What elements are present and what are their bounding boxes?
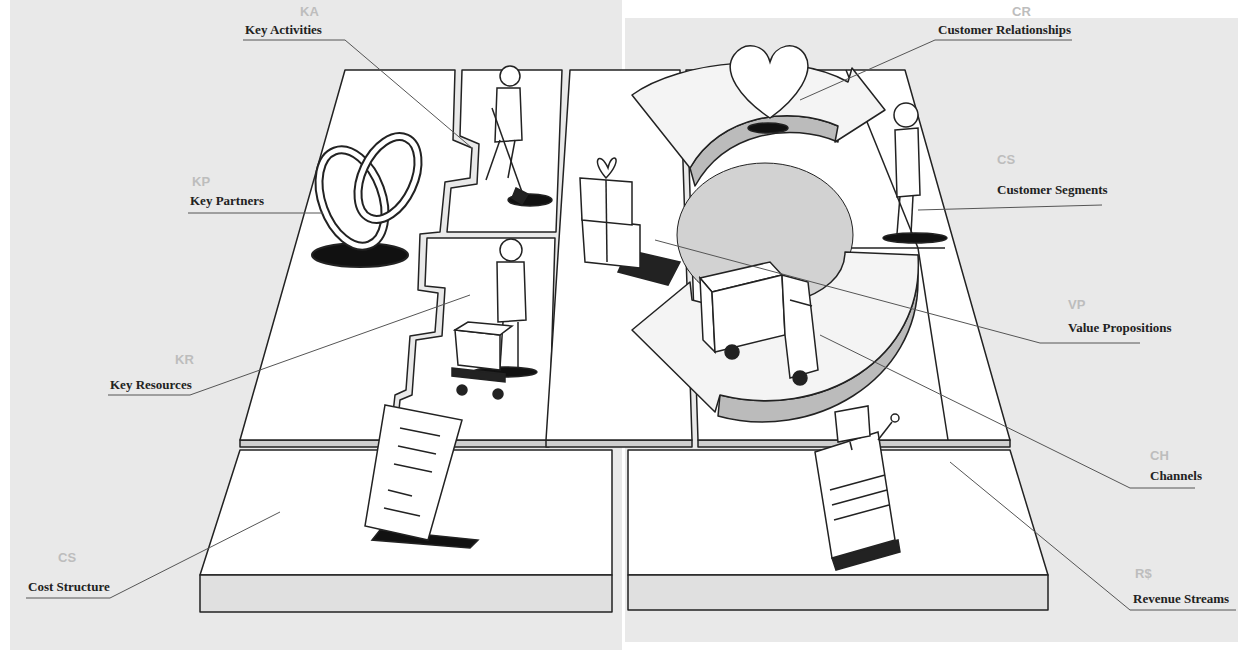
backdrop [625,18,1238,642]
block-abbreviation: KR [175,352,194,368]
block-abbreviation: KP [192,174,210,190]
block-name: Cost Structure [28,579,110,595]
heart-symbol [730,46,808,133]
gift-boxes [580,158,680,285]
board [200,70,1048,612]
resource-figure [452,239,537,399]
rings-symbol [307,127,430,267]
block-name: Revenue Streams [1133,591,1229,607]
block-abbreviation: KA [300,4,319,20]
block-name: Key Resources [110,377,192,393]
channel-arrow [632,252,918,422]
block-abbreviation: CR [1012,4,1031,20]
block-abbreviation: CS [997,152,1015,168]
block-abbreviation: VP [1068,297,1085,313]
block-abbreviation: R$ [1135,566,1152,582]
block-name: Channels [1150,468,1202,484]
leader-lines [26,40,1236,610]
block-abbreviation: CS [58,550,76,566]
block-name: Key Partners [190,193,264,209]
worker-figure [486,66,552,206]
invoice-symbol [365,405,478,548]
backdrop [10,0,622,650]
customer-figure [883,103,947,243]
block-name: Value Propositions [1068,320,1172,336]
ka-block [447,70,562,232]
block-abbreviation: CH [1150,448,1169,464]
truck-symbol [700,262,818,385]
register-symbol [815,406,900,570]
block-name: Key Activities [245,22,322,38]
kr-block [396,238,555,440]
block-name: Customer Relationships [938,22,1071,38]
block-name: Customer Segments [997,182,1108,198]
